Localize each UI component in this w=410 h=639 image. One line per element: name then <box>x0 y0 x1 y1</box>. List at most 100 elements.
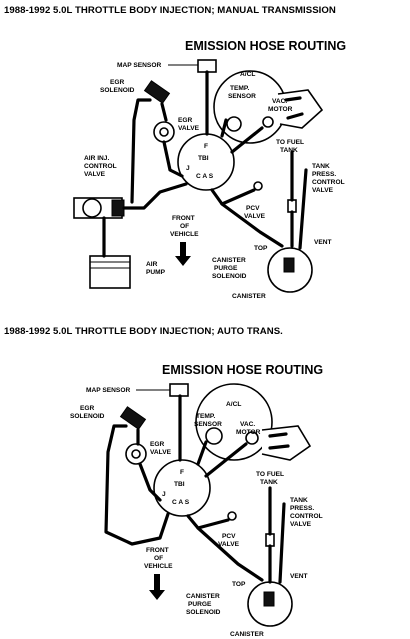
acl-label: A/CL <box>240 71 255 78</box>
front-label-1: FRONT <box>172 215 195 222</box>
egr-valve-label-2: VALVE <box>150 449 172 456</box>
snorkel-ribs <box>284 96 304 120</box>
front-label-1: FRONT <box>146 547 169 554</box>
map-sensor <box>197 59 217 73</box>
canister-purge-solenoid <box>283 257 295 273</box>
purge-label-1: CANISTER <box>212 257 246 264</box>
diagram-title: EMISSION HOSE ROUTING <box>185 39 346 53</box>
tank-valve-label-2: PRESS. <box>290 505 314 512</box>
manual-transmission-caption: 1988-1992 5.0L THROTTLE BODY INJECTION; … <box>4 5 336 16</box>
tbi-label: TBI <box>198 155 209 162</box>
egr-solenoid <box>119 406 147 430</box>
pcv-label-1: PCV <box>246 205 260 212</box>
pcv-label-2: VALVE <box>218 541 240 548</box>
air-inj-valve-diaphragm <box>82 198 102 218</box>
air-pump <box>89 255 131 289</box>
hose-tbi-to-pcv <box>186 514 230 530</box>
auto-diagram-svg: EMISSION HOSE ROUTING A/CL TEMP. SENSOR … <box>70 363 323 638</box>
tank-valve-label-4: VALVE <box>290 521 312 528</box>
hose-egr-solenoid-loop <box>104 424 170 546</box>
egr-solenoid-label-2: SOLENOID <box>100 87 135 94</box>
purge-label-2: PURGE <box>188 601 212 608</box>
tbi-f-port: F <box>204 143 208 150</box>
air-injection-control-valve <box>73 197 125 219</box>
hose-egr-to-tbi <box>162 140 184 178</box>
tank-valve-label-1: TANK <box>312 163 330 170</box>
pcv-label-1: PCV <box>222 533 236 540</box>
egr-valve-center <box>159 127 169 137</box>
tbi-j-port: J <box>162 491 166 498</box>
tank-valve-label-2: PRESS. <box>312 171 336 178</box>
temp-sensor <box>205 427 223 445</box>
hose-egr-solenoid-down <box>130 98 152 204</box>
pcv-valve <box>253 181 263 191</box>
manual-diagram-svg: EMISSION HOSE ROUTING A/CL TEMP. SENSOR … <box>73 39 346 300</box>
air-inj-label-1: AIR INJ. <box>84 155 109 162</box>
tank-valve-label-3: CONTROL <box>312 179 345 186</box>
top-label: TOP <box>254 245 268 252</box>
vac-motor-label-2: MOTOR <box>268 106 293 113</box>
front-label-3: VEHICLE <box>144 563 173 570</box>
tank-valve-label-4: VALVE <box>312 187 334 194</box>
egr-valve-center <box>131 449 141 459</box>
snorkel-ribs <box>268 432 290 450</box>
hose-tbi-to-canister <box>196 526 264 582</box>
tank-press-control-valve <box>287 199 297 213</box>
to-fuel-tank-label-2: TANK <box>260 479 278 486</box>
air-cleaner-snorkel <box>261 425 312 461</box>
tank-press-control-valve <box>265 533 275 547</box>
temp-sensor <box>226 116 242 132</box>
map-sensor-label: MAP SENSOR <box>86 387 130 394</box>
purge-label-2: PURGE <box>214 265 238 272</box>
tbi-cas-ports: C A S <box>172 499 190 506</box>
vac-motor-label-1: VAC. <box>240 421 255 428</box>
egr-valve-label-1: EGR <box>150 441 165 448</box>
to-fuel-tank-label-1: TO FUEL <box>276 139 304 146</box>
to-fuel-tank-label-1: TO FUEL <box>256 471 284 478</box>
temp-sensor-label-2: SENSOR <box>228 93 256 100</box>
purge-label-1: CANISTER <box>186 593 220 600</box>
hose-tbi-to-vac-motor <box>230 126 264 154</box>
tbi-label: TBI <box>174 481 185 488</box>
front-label-3: VEHICLE <box>170 231 199 238</box>
temp-sensor-label-1: TEMP. <box>196 413 215 420</box>
pcv-label-2: VALVE <box>244 213 266 220</box>
map-sensor <box>169 383 189 397</box>
egr-solenoid-label-1: EGR <box>110 79 125 86</box>
air-cleaner <box>195 383 312 461</box>
vac-motor <box>262 116 274 128</box>
canister-label: CANISTER <box>232 293 266 300</box>
auto-transmission-caption: 1988-1992 5.0L THROTTLE BODY INJECTION; … <box>4 326 283 337</box>
egr-valve-label-1: EGR <box>178 117 193 124</box>
map-sensor-label: MAP SENSOR <box>117 62 161 69</box>
hose-tbi-to-vac-motor <box>204 442 248 478</box>
vac-motor-label-1: VAC. <box>272 98 287 105</box>
pcv-valve <box>227 511 237 521</box>
auto-emission-diagram: EMISSION HOSE ROUTING A/CL TEMP. SENSOR … <box>0 342 410 639</box>
vacuum-hoses <box>102 70 308 258</box>
tbi-unit <box>153 459 211 517</box>
hose-solenoid-to-egr <box>160 102 168 122</box>
air-pump-label-1: AIR <box>146 261 158 268</box>
hose-tbi-to-canister <box>220 202 284 248</box>
egr-solenoid-body <box>143 80 171 104</box>
temp-sensor-label-2: SENSOR <box>194 421 222 428</box>
vac-motor-label-2: MOTOR <box>236 429 261 436</box>
tbi-j-port: J <box>186 165 190 172</box>
air-pump-ribs <box>90 261 130 269</box>
egr-solenoid-label-2: SOLENOID <box>70 413 105 420</box>
purge-label-3: SOLENOID <box>212 273 247 280</box>
hose-tbi-to-temp <box>220 118 228 138</box>
tbi-cas-ports: C A S <box>196 173 214 180</box>
front-arrow-icon <box>149 574 165 600</box>
manual-emission-diagram: EMISSION HOSE ROUTING A/CL TEMP. SENSOR … <box>0 20 410 320</box>
tbi-f-port: F <box>180 469 184 476</box>
vent-label: VENT <box>290 573 308 580</box>
hose-tbi-to-temp <box>196 440 208 466</box>
hose-tbi-to-pcv <box>210 188 256 206</box>
hose-egr-to-tbi <box>138 462 162 502</box>
air-cleaner <box>213 70 324 144</box>
temp-sensor-label-1: TEMP. <box>230 85 249 92</box>
top-label: TOP <box>232 581 246 588</box>
purge-label-3: SOLENOID <box>186 609 221 616</box>
